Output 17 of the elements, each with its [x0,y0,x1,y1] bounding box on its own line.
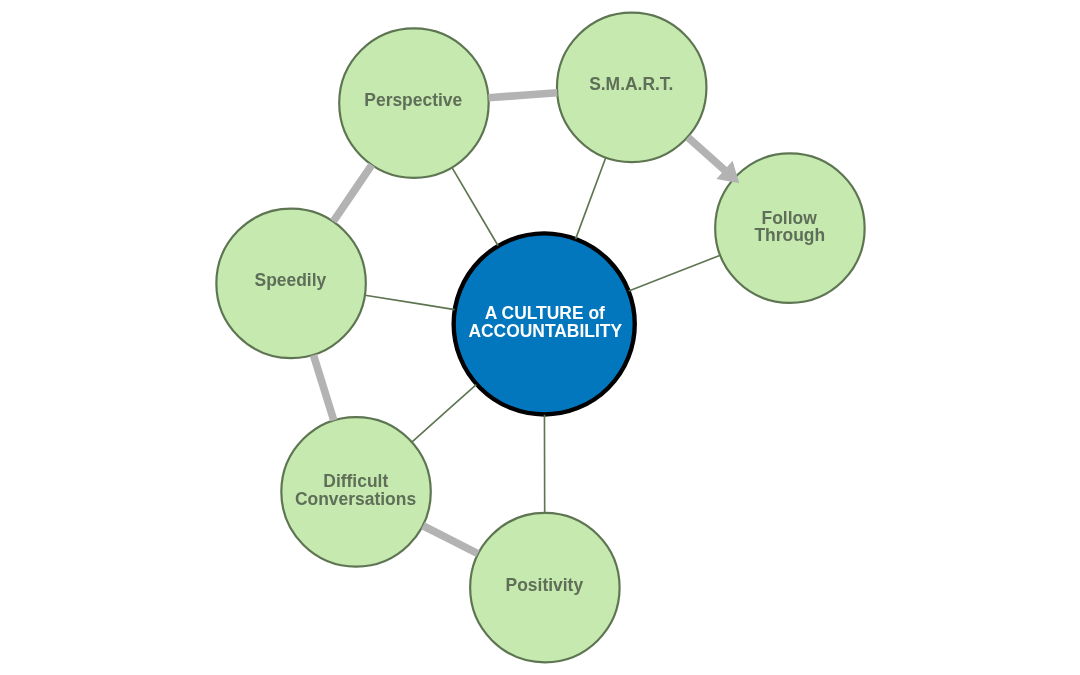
node-circle: Positivity [468,511,621,664]
connector [363,294,455,311]
connector [329,162,375,224]
node-circle: A CULTURE of ACCOUNTABILITY [451,231,637,417]
connector [450,166,499,247]
arrow [684,134,739,184]
node-circle: Difficult Conversations [279,416,432,568]
node-circle: S.M.A.R.T. [555,11,707,164]
connector [309,353,337,422]
connector [543,413,545,514]
node-circle: Speedily [214,207,367,360]
connector [627,254,721,292]
connector [574,156,607,240]
node-circle: Perspective [337,27,490,179]
connector [410,383,477,443]
connector [487,88,557,102]
connector [420,522,479,557]
